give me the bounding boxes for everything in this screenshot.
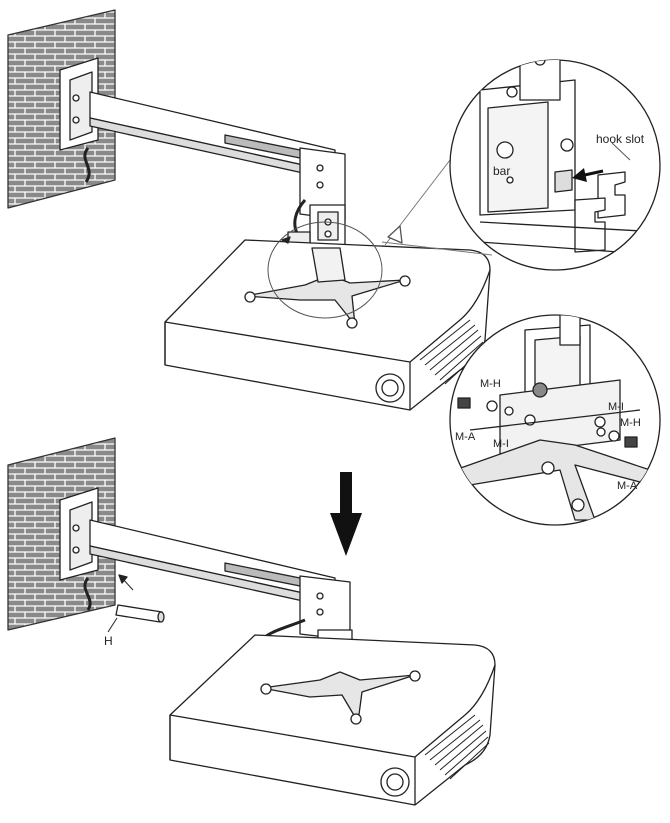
detail-hook-slot: hook slot bar xyxy=(449,59,661,271)
extension-arm-top xyxy=(89,91,346,239)
detail-screws: M-H M-A M-I M-I M-H M-A xyxy=(449,314,661,526)
label-m-i-right: M-I xyxy=(608,401,624,413)
label-m-a-left: M-A xyxy=(455,431,476,443)
label-h: H xyxy=(104,634,113,648)
label-m-h-right: M-H xyxy=(620,417,641,429)
down-arrow xyxy=(330,472,362,556)
wall-plate-top xyxy=(59,57,99,183)
label-bar: bar xyxy=(493,164,510,178)
label-m-h-left: M-H xyxy=(480,378,501,390)
label-m-a-right: M-A xyxy=(617,480,638,492)
spider-bracket-bottom xyxy=(260,670,421,725)
extension-arm-bottom xyxy=(89,519,351,642)
bottom-assembly: H xyxy=(7,437,496,806)
detail-focus-ellipse xyxy=(267,221,383,319)
wall-plate-bottom xyxy=(59,487,99,611)
spider-bracket-top xyxy=(244,247,411,329)
cable-tube-h xyxy=(107,574,165,633)
label-m-i-left: M-I xyxy=(493,438,509,450)
label-hook-slot: hook slot xyxy=(596,132,645,146)
top-assembly xyxy=(7,9,493,411)
projector-bottom xyxy=(169,634,496,806)
